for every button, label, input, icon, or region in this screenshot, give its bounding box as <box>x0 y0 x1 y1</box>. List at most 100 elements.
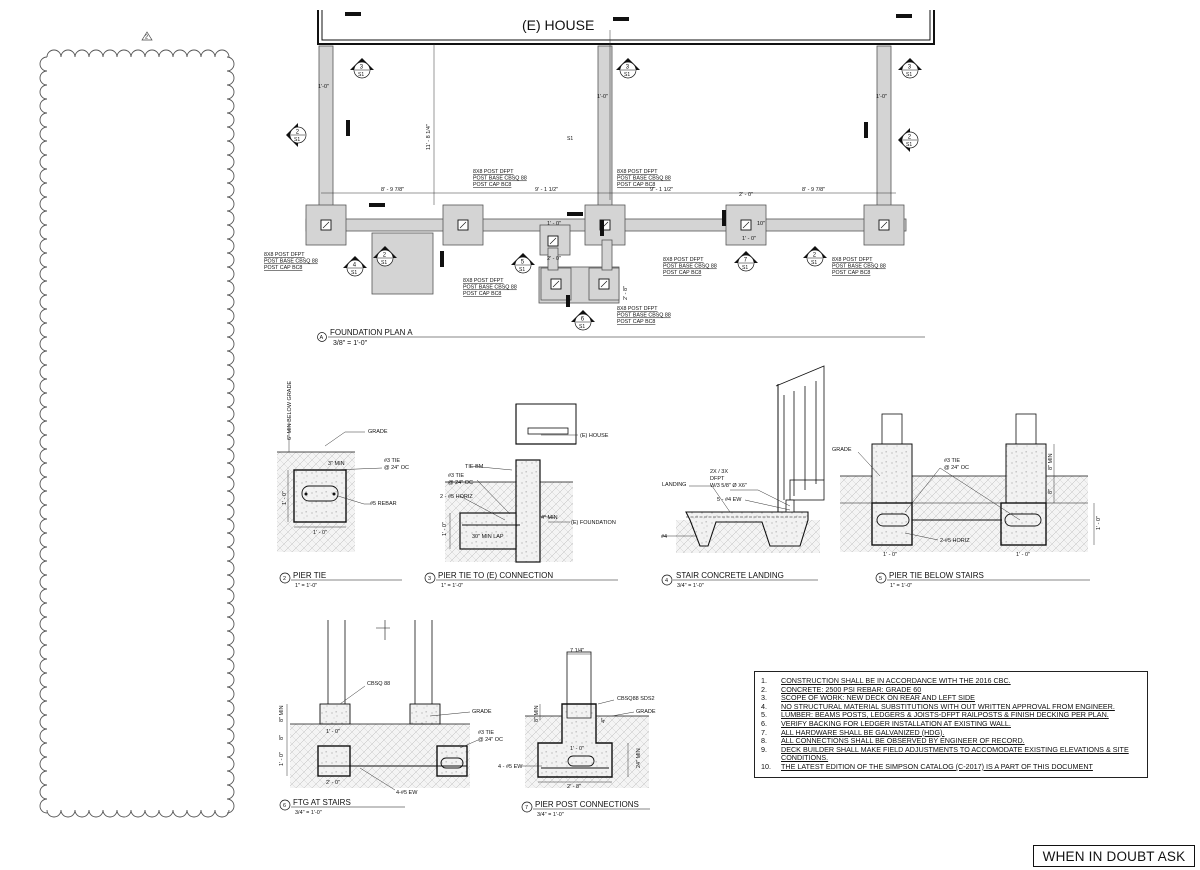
svg-text:#3 TIE: #3 TIE <box>384 458 400 464</box>
note-number: 10. <box>761 761 771 771</box>
note-item: 5. LUMBER: BEAMS POSTS, LEDGERS & JOISTS-… <box>761 711 1141 720</box>
svg-text:8' - 9 7/8": 8' - 9 7/8" <box>381 187 404 193</box>
svg-text:A: A <box>320 335 324 341</box>
svg-text:GRADE: GRADE <box>832 447 852 453</box>
note-number: 7. <box>761 727 767 737</box>
svg-text:#4: #4 <box>661 534 667 540</box>
section-bubble-3: 3S1 <box>350 58 374 79</box>
svg-text:#3 TIE: #3 TIE <box>478 730 494 736</box>
svg-text:6" MIN BELOW GRADE: 6" MIN BELOW GRADE <box>287 381 293 440</box>
section-bubble-2: 2S1 <box>373 246 397 267</box>
post-note-line: POST BASE CBSQ 88 <box>832 264 886 270</box>
svg-text:1' - 0": 1' - 0" <box>570 746 584 752</box>
svg-text:3/8" = 1'-0": 3/8" = 1'-0" <box>333 340 368 347</box>
svg-text:1' - 0": 1' - 0" <box>1096 516 1102 530</box>
note-text: SCOPE OF WORK: NEW DECK ON REAR AND LEFT… <box>781 693 975 703</box>
svg-text:4: 4 <box>353 263 357 269</box>
general-notes: 1.CONSTRUCTION SHALL BE IN ACCORDANCE WI… <box>754 671 1148 778</box>
post-note-line: POST CAP BC8 <box>617 319 655 325</box>
when-in-doubt-stamp: WHEN IN DOUBT ASK <box>1033 845 1195 867</box>
post-note-line: POST BASE CBSQ 88 <box>663 264 717 270</box>
svg-text:TIE BM: TIE BM <box>465 464 484 470</box>
svg-text:2' - 8": 2' - 8" <box>567 784 581 790</box>
section-bubble-6: 6S1 <box>571 310 595 331</box>
svg-text:3/4" = 1'-0": 3/4" = 1'-0" <box>295 810 322 816</box>
note-text: CONSTRUCTION SHALL BE IN ACCORDANCE WITH… <box>781 676 1011 685</box>
section-bubble-3: 3S1 <box>898 58 922 79</box>
svg-text:S1: S1 <box>906 72 912 78</box>
svg-text:1' - 0": 1' - 0" <box>1016 552 1030 558</box>
svg-text:FTG AT STAIRS: FTG AT STAIRS <box>293 798 351 807</box>
note-text: VERIFY BACKING FOR LEDGER INSTALLATION A… <box>781 718 1011 728</box>
post-note-line: POST BASE CBSQ 88 <box>463 285 517 291</box>
post-note-line: POST CAP BC8 <box>832 270 870 276</box>
svg-text:S1: S1 <box>811 260 817 266</box>
svg-text:2' - 0": 2' - 0" <box>326 780 340 786</box>
svg-text:@ 24" OC: @ 24" OC <box>944 465 969 471</box>
post-note-line: POST BASE CBSQ 88 <box>473 176 527 182</box>
svg-text:#3 TIE: #3 TIE <box>448 473 464 479</box>
svg-text:8" MIN: 8" MIN <box>534 705 540 722</box>
svg-text:@ 24" OC: @ 24" OC <box>448 480 473 486</box>
post-note-line: POST CAP BC8 <box>264 265 302 271</box>
note-text: LUMBER: BEAMS POSTS, LEDGERS & JOISTS-DF… <box>781 710 1109 720</box>
note-item: 9.DECK BUILDER SHALL MAKE FIELD ADJUSTME… <box>761 744 1141 763</box>
note-item: 7.ALL HARDWARE SHALL BE GALVANIZED (HDG)… <box>761 727 1141 738</box>
section-bubble-2: 2S1 <box>898 128 919 152</box>
svg-text:(E) HOUSE: (E) HOUSE <box>580 433 609 439</box>
svg-text:DFPT: DFPT <box>710 476 725 482</box>
note-item: 2. CONCRETE: 2500 PSI REBAR: GRADE 60 <box>761 684 1141 695</box>
svg-text:PIER TIE: PIER TIE <box>293 571 326 580</box>
post-note-line: 8X8 POST DFPT <box>473 169 514 175</box>
svg-text:S1: S1 <box>358 72 364 78</box>
post-note-line: 8X8 POST DFPT <box>617 169 658 175</box>
note-text: NO STRUCTURAL MATERIAL SUBSTITUTIONS WIT… <box>781 701 1115 711</box>
note-number: 2. <box>761 684 767 694</box>
svg-text:FOUNDATION PLAN A: FOUNDATION PLAN A <box>330 328 413 337</box>
post-note-line: 8X8 POST DFPT <box>663 257 704 263</box>
svg-text:8" MIN: 8" MIN <box>279 705 285 722</box>
svg-text:8": 8" <box>1048 489 1054 494</box>
svg-text:(E) FOUNDATION: (E) FOUNDATION <box>571 520 616 526</box>
svg-text:2: 2 <box>296 130 300 136</box>
svg-text:CBSQ 88: CBSQ 88 <box>367 681 390 687</box>
svg-text:8": 8" <box>279 735 285 740</box>
svg-text:3/4" = 1'-0": 3/4" = 1'-0" <box>537 812 564 818</box>
svg-text:S1: S1 <box>381 260 387 266</box>
detail-stair-landing: LANDING 2X / 3X DFPT W/3 5/8" Ø X6" 5 - … <box>661 365 825 589</box>
note-text: CONCRETE: 2500 PSI REBAR: GRADE 60 <box>781 684 922 694</box>
svg-text:@ 24" OC: @ 24" OC <box>478 737 503 743</box>
svg-text:9' - 1 1/2": 9' - 1 1/2" <box>535 187 558 193</box>
note-number: 4. <box>761 701 767 711</box>
post-note-line: POST BASE CBSQ 88 <box>617 176 671 182</box>
note-item: 4. NO STRUCTURAL MATERIAL SUBSTITUTIONS W… <box>761 701 1141 712</box>
note-number: 6. <box>761 718 767 728</box>
svg-text:1" = 1'-0": 1" = 1'-0" <box>890 583 912 589</box>
svg-text:3: 3 <box>908 65 912 71</box>
svg-text:#3 TIE: #3 TIE <box>944 458 960 464</box>
svg-text:1' - 0": 1' - 0" <box>883 552 897 558</box>
svg-text:2X / 3X: 2X / 3X <box>710 469 728 475</box>
note-number: 9. <box>761 744 767 754</box>
plan-dimensions: 1'-0" 1'-0" 1'-0" 8' - 9 7/8" 9' - 1 1/2… <box>318 84 887 300</box>
svg-text:S1: S1 <box>294 137 300 143</box>
svg-text:3: 3 <box>428 576 431 582</box>
svg-text:S1: S1 <box>624 72 630 78</box>
svg-text:2: 2 <box>145 35 148 41</box>
detail-ftg-at-stairs: CBSQ 88 GRADE #3 TIE @ 24" OC 4-#5 EW 1'… <box>279 620 503 816</box>
svg-text:S1: S1 <box>579 324 585 330</box>
post-note-line: POST CAP BC8 <box>463 291 501 297</box>
svg-text:4" MIN: 4" MIN <box>541 515 558 521</box>
note-item: 8.ALL CONNECTIONS SHALL BE OBSERVED BY E… <box>761 737 1141 746</box>
svg-text:4-#5 EW: 4-#5 EW <box>396 790 418 796</box>
post-note-line: 8X8 POST DFPT <box>264 252 305 258</box>
svg-text:2: 2 <box>283 576 286 582</box>
svg-text:5 - #4 EW: 5 - #4 EW <box>717 497 742 503</box>
note-item: 6. VERIFY BACKING FOR LEDGER INSTALLATION… <box>761 718 1141 729</box>
svg-text:@ 24" OC: @ 24" OC <box>384 465 409 471</box>
svg-text:2 - #5 HORIZ: 2 - #5 HORIZ <box>440 494 473 500</box>
svg-text:1'-0": 1'-0" <box>597 94 608 100</box>
revision-cloud <box>39 49 235 818</box>
svg-text:1' - 0": 1' - 0" <box>313 530 327 536</box>
note-number: 5. <box>761 710 767 720</box>
